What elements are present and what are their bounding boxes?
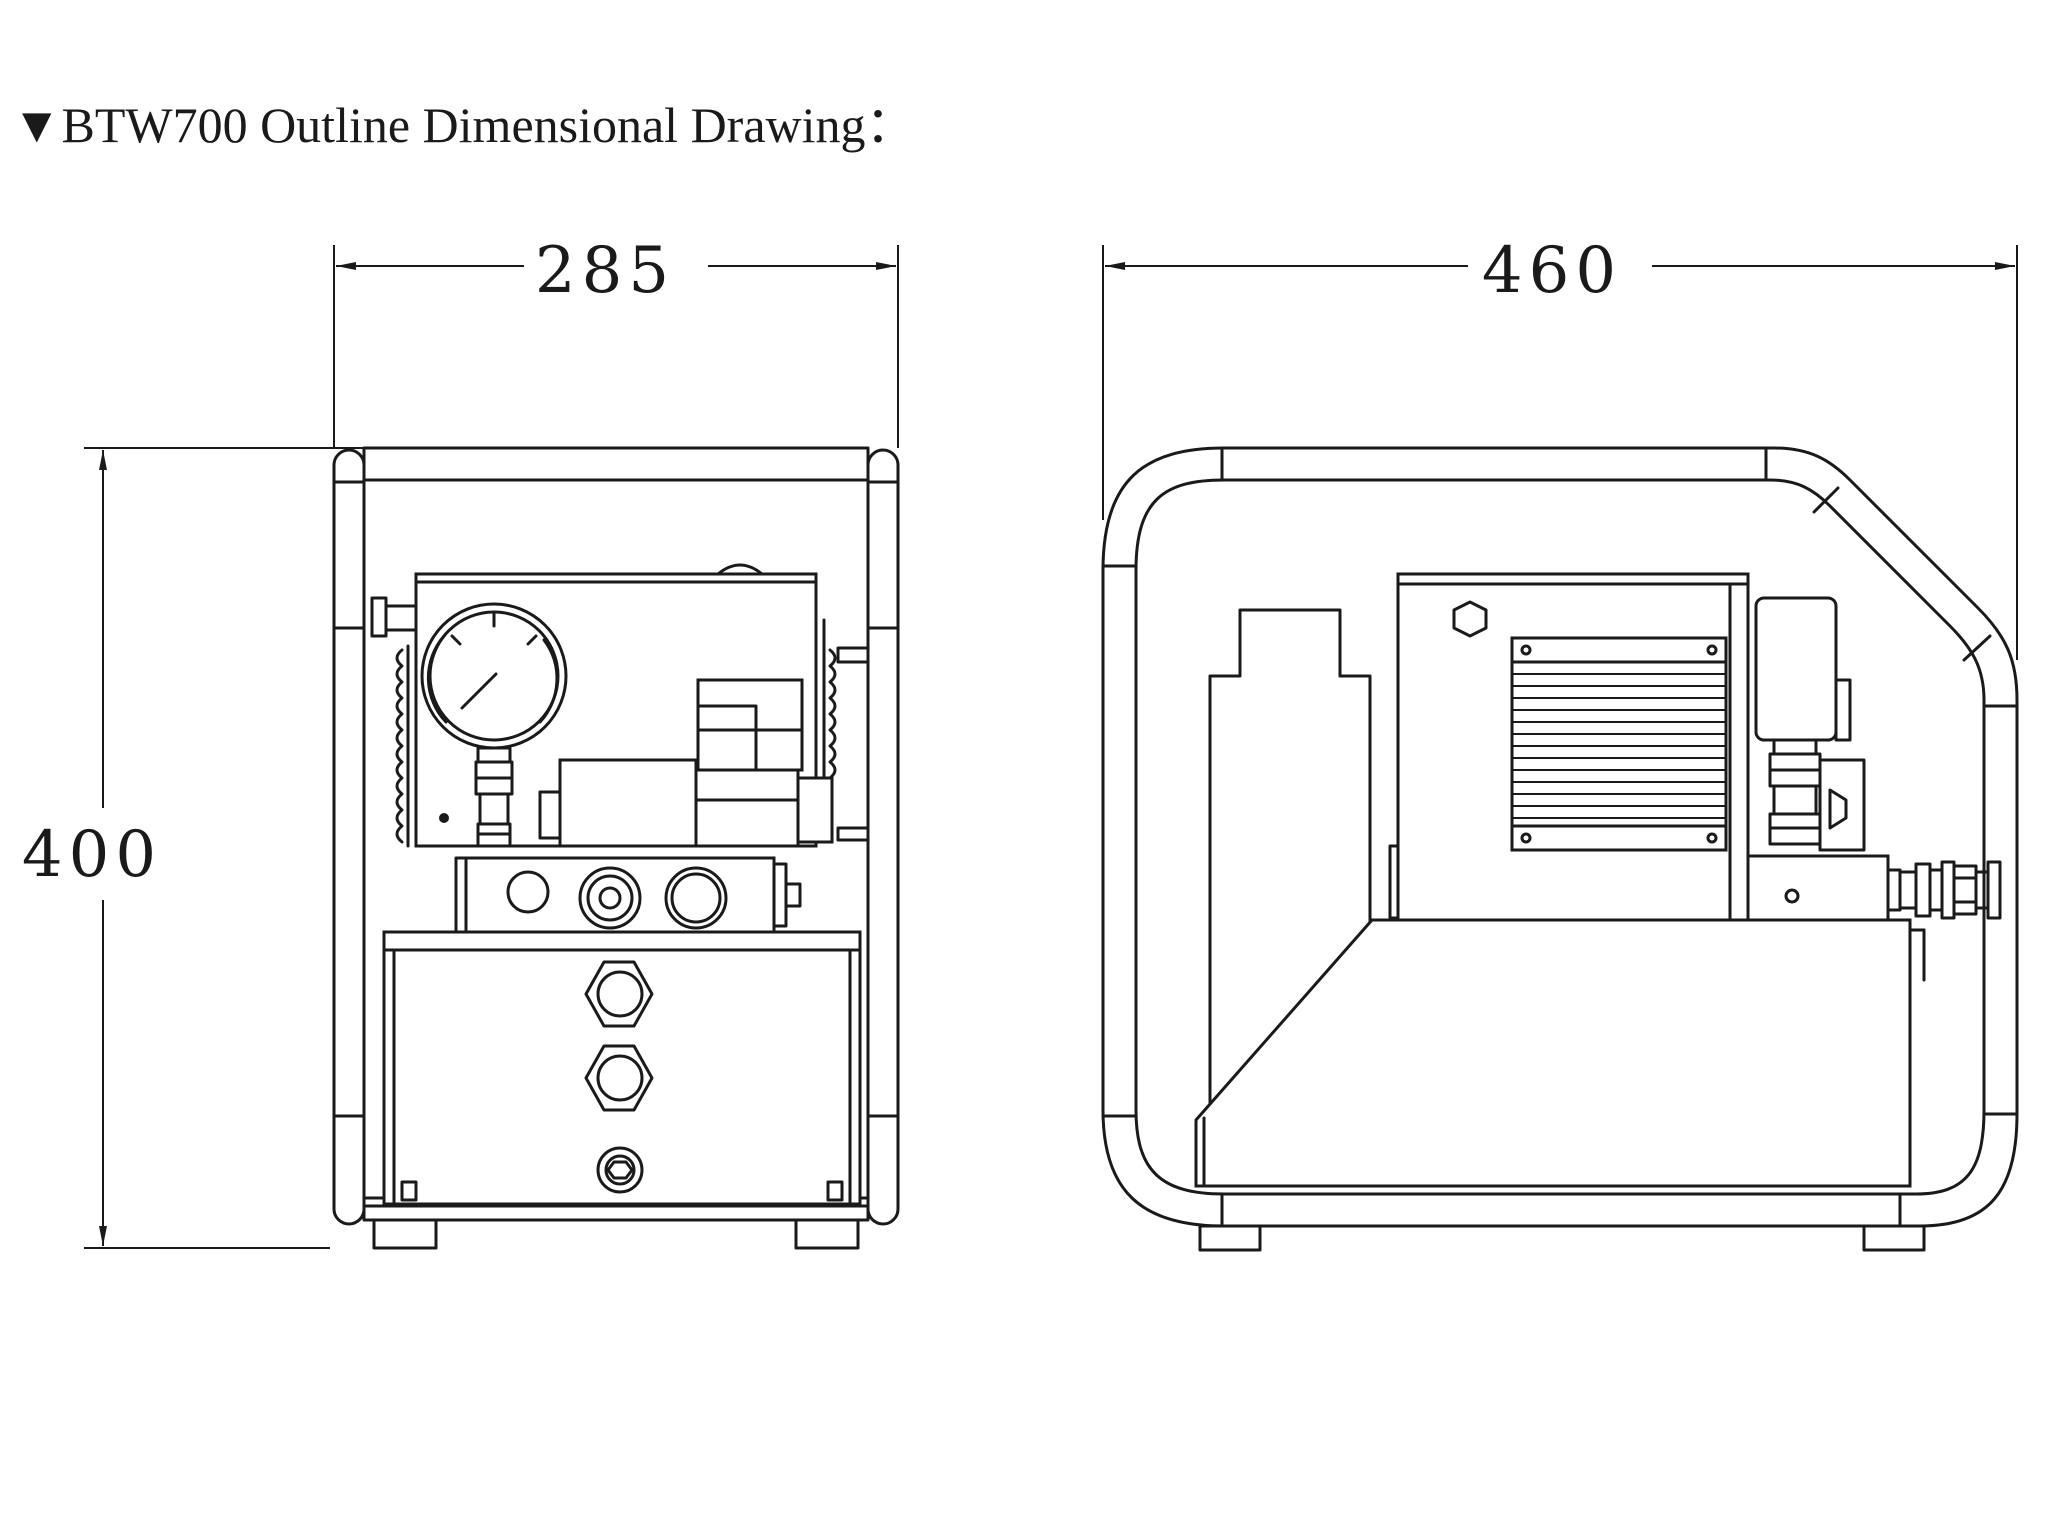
side-view: [1101, 446, 2019, 1252]
dimension-side-width-label: 460: [1482, 234, 1622, 308]
drawing-title: ▼BTW700 Outline Dimensional Drawing：: [12, 97, 916, 153]
dimension-front-width: 285: [333, 234, 899, 448]
dimension-height: 400: [22, 447, 370, 1249]
front-view: [332, 446, 900, 1250]
dimension-front-width-label: 285: [535, 234, 675, 308]
dimension-height-label: 400: [22, 818, 162, 892]
dimension-side-width: 460: [1102, 234, 2018, 660]
